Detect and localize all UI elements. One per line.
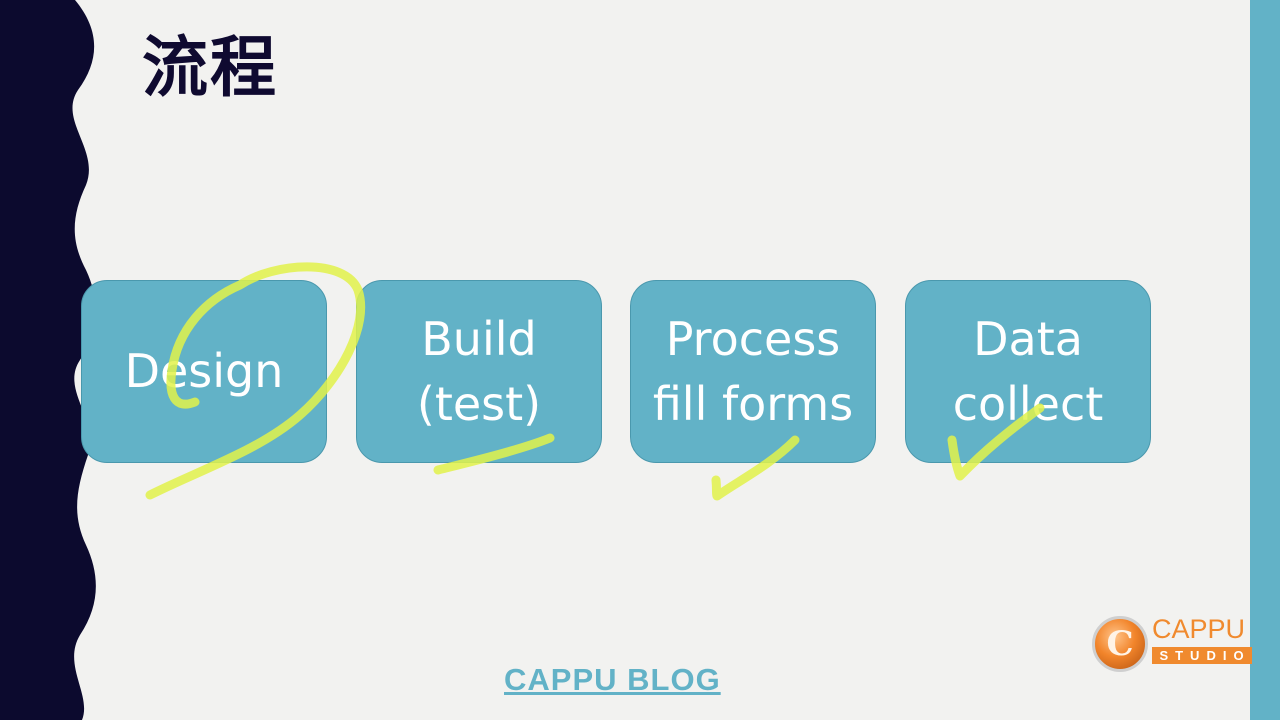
right-accent-band xyxy=(1250,0,1280,720)
step-build[interactable]: Build (test) xyxy=(356,280,602,463)
step-design[interactable]: Design xyxy=(81,280,327,463)
logo-subtitle: STUDIO xyxy=(1152,647,1252,664)
step-data[interactable]: Data collect xyxy=(905,280,1151,463)
logo-monogram: C xyxy=(1106,624,1134,664)
step-process[interactable]: Process fill forms xyxy=(630,280,876,463)
cappu-blog-link[interactable]: CAPPU BLOG xyxy=(504,662,721,697)
logo-name: CAPPU xyxy=(1152,614,1246,644)
wavy-left-border xyxy=(0,0,96,720)
logo-monogram-circle: C xyxy=(1092,616,1148,672)
step-label: Data collect xyxy=(952,312,1104,431)
cappu-logo-icon: C CAPPU STUDIO xyxy=(1092,614,1256,674)
step-label: Process fill forms xyxy=(652,312,854,431)
slide-title: 流程 xyxy=(142,29,278,106)
step-label: Design xyxy=(124,344,284,399)
step-label: Build (test) xyxy=(416,312,542,431)
